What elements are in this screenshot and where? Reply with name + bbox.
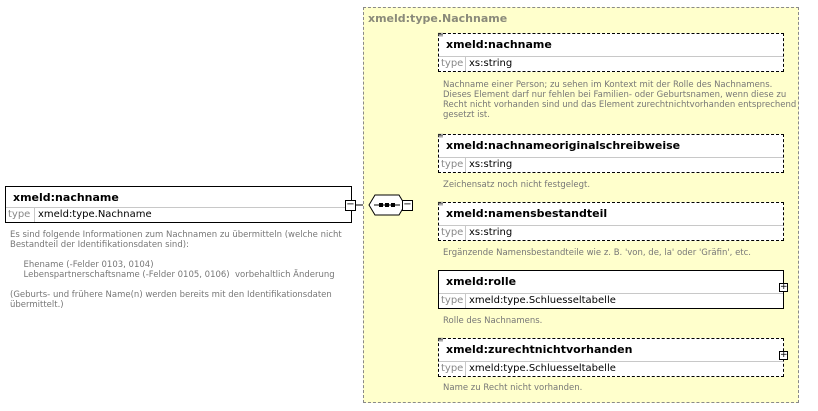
element-box-namensbestandteil[interactable]: ≡ xmeld:namensbestandteil type xs:string	[437, 199, 784, 241]
type-label: type	[441, 295, 464, 306]
element-documentation: Ergänzende Namensbestandteile wie z. B. …	[443, 248, 752, 258]
root-type-value: xmeld:type.Nachname	[38, 209, 152, 220]
element-box-nachname[interactable]: ≡ xmeld:nachname type xs:string	[437, 30, 784, 72]
root-collapse-toggle[interactable]: −	[345, 199, 356, 211]
annotation-icon: ≡	[437, 30, 444, 39]
element-box-zurechtnichtvorhanden[interactable]: ≡ xmeld:zurechtnichtvorhanden type xmeld…	[437, 335, 784, 377]
element-name: xmeld:nachnameoriginalschreibweise	[446, 139, 681, 152]
type-value: xs:string	[469, 159, 513, 170]
element-name: xmeld:rolle	[446, 275, 517, 288]
group-title: xmeld:type.Nachname	[368, 12, 508, 25]
element-documentation: Rolle des Nachnamens.	[443, 316, 543, 326]
element-documentation: Zeichensatz noch nicht festgelegt.	[443, 180, 591, 190]
type-value: xmeld:type.Schluesseltabelle	[469, 295, 616, 306]
sequence-compositor[interactable]	[368, 194, 406, 216]
element-documentation: Nachname einer Person; zu sehen im Konte…	[443, 80, 797, 120]
type-value: xs:string	[469, 58, 513, 69]
element-name: xmeld:nachname	[446, 38, 552, 51]
root-element-box[interactable]: xmeld:nachname type xmeld:type.Nachname	[5, 186, 352, 223]
element-name: xmeld:zurechtnichtvorhanden	[446, 343, 633, 356]
element-documentation: Name zu Recht nicht vorhanden.	[443, 383, 583, 393]
type-label: type	[441, 159, 464, 170]
element-name: xmeld:namensbestandteil	[446, 207, 608, 220]
element-box-nachnameoriginalschreibweise[interactable]: ≡ xmeld:nachnameoriginalschreibweise typ…	[437, 131, 784, 173]
type-value: xmeld:type.Schluesseltabelle	[469, 363, 616, 374]
type-label: type	[441, 363, 464, 374]
root-element-name: xmeld:nachname	[13, 191, 119, 204]
annotation-icon: ≡	[437, 335, 444, 344]
expand-rolle-button[interactable]: +	[779, 282, 788, 292]
element-box-rolle[interactable]: xmeld:rolle type xmeld:type.Schluesselta…	[438, 270, 784, 309]
root-type-label: type	[8, 209, 31, 220]
type-label: type	[441, 58, 464, 69]
type-label: type	[441, 227, 464, 238]
sequence-collapse-toggle[interactable]: −	[402, 199, 413, 211]
root-documentation: Es sind folgende Informationen zum Nachn…	[10, 230, 342, 310]
annotation-icon: ≡	[437, 199, 444, 208]
type-value: xs:string	[469, 227, 513, 238]
annotation-icon: ≡	[437, 131, 444, 140]
expand-zurechtnichtvorhanden-button[interactable]: +	[779, 350, 788, 360]
